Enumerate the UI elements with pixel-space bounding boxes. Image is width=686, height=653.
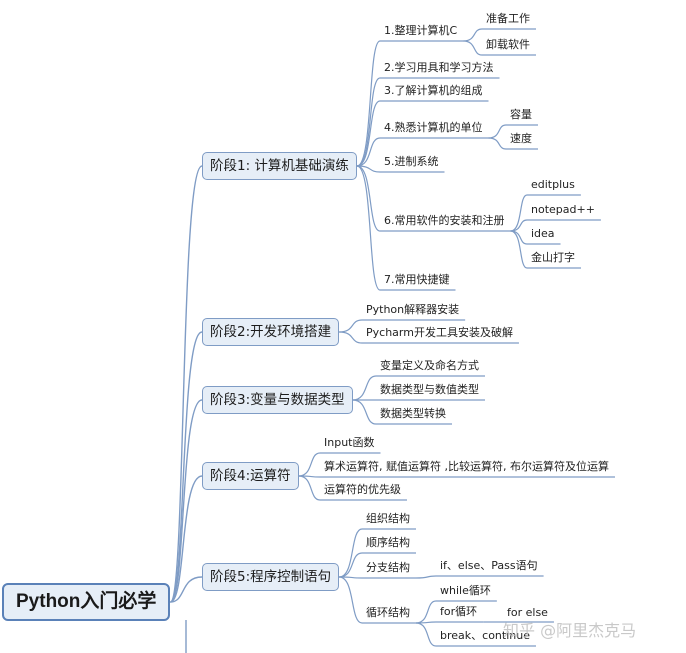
watermark-text: 知乎 @阿里杰克马 <box>503 621 637 640</box>
connector-line <box>352 375 485 401</box>
leaf-label: for循环 <box>440 605 478 618</box>
leaf-label: if、else、Pass语句 <box>440 559 538 572</box>
connector-line <box>510 194 581 232</box>
branch-label: Input函数 <box>324 436 375 449</box>
connector-line <box>356 165 456 291</box>
leaf-label: editplus <box>531 178 575 191</box>
branch-label: Pycharm开发工具安装及破解 <box>366 326 513 339</box>
connector-line <box>510 219 601 232</box>
connector-line <box>170 475 203 603</box>
leaf-label: 准备工作 <box>486 12 530 25</box>
branch-label: 7.常用快捷键 <box>384 273 450 286</box>
branch-label: 算术运算符, 赋值运算符 ,比较运算符, 布尔运算符及位运算 <box>324 460 609 473</box>
branch-label: 变量定义及命名方式 <box>380 359 479 372</box>
leaf-label: 卸载软件 <box>486 38 530 51</box>
connector-line <box>463 28 536 42</box>
connector-line <box>170 576 203 603</box>
branch-label: 2.学习用具和学习方法 <box>384 61 494 74</box>
connector-line <box>356 40 464 167</box>
connector-line <box>352 399 452 425</box>
connector-line <box>169 331 203 603</box>
stage-node: 阶段4:运算符 <box>202 462 299 490</box>
connector-line <box>415 600 497 624</box>
connector-line <box>169 399 203 603</box>
branch-label: 数据类型与数值类型 <box>380 383 479 396</box>
connector-line <box>356 137 489 167</box>
connector-line <box>488 137 538 150</box>
connector-line <box>415 621 484 624</box>
stage-node: 阶段2:开发环境搭建 <box>202 318 340 346</box>
root-node: Python入门必学 <box>2 583 171 621</box>
branch-label: 组织结构 <box>366 512 410 525</box>
connector-line <box>298 475 407 501</box>
connector-line <box>339 576 416 579</box>
leaf-label: break、continue <box>440 629 530 642</box>
branch-label: 3.了解计算机的组成 <box>384 84 483 97</box>
connector-line <box>338 576 416 624</box>
connector-line <box>463 40 536 56</box>
connector-line <box>339 319 466 333</box>
branch-label: 数据类型转换 <box>380 407 446 420</box>
connector-line <box>339 331 519 344</box>
branch-label: 4.熟悉计算机的单位 <box>384 121 483 134</box>
stage-node: 阶段1: 计算机基础演练 <box>202 152 357 180</box>
connector-line <box>298 475 615 478</box>
branch-label: Python解释器安装 <box>366 303 460 316</box>
connector-line <box>488 124 538 139</box>
connector-line <box>356 77 500 167</box>
leaf-label: notepad++ <box>531 203 595 216</box>
leaf-label: 容量 <box>510 108 532 121</box>
leaf-label: while循环 <box>440 584 491 597</box>
branch-label: 顺序结构 <box>366 536 410 549</box>
branch-label: 6.常用软件的安装和注册 <box>384 214 505 227</box>
connector-line <box>356 165 511 232</box>
connector-line <box>298 452 381 477</box>
connector-line <box>338 528 416 578</box>
connector-line <box>339 552 416 578</box>
branch-label: 1.整理计算机C <box>384 24 458 37</box>
leaf-label: 速度 <box>510 132 532 145</box>
connector-line <box>169 165 203 603</box>
stage-node: 阶段3:变量与数据类型 <box>202 386 353 414</box>
connector-line <box>510 230 581 269</box>
leaf-label: 金山打字 <box>531 251 575 264</box>
branch-label: 运算符的优先级 <box>324 483 401 496</box>
branch-label: 分支结构 <box>366 561 410 574</box>
leaf-label: idea <box>531 227 555 240</box>
connector-line <box>415 575 544 579</box>
connector-line <box>356 165 445 173</box>
connector-line <box>356 100 489 167</box>
connector-line <box>415 622 536 647</box>
stage-node: 阶段5:程序控制语句 <box>202 563 340 591</box>
branch-label: 5.进制系统 <box>384 155 439 168</box>
leaf-label: for else <box>507 606 548 619</box>
branch-label: 循环结构 <box>366 606 410 619</box>
